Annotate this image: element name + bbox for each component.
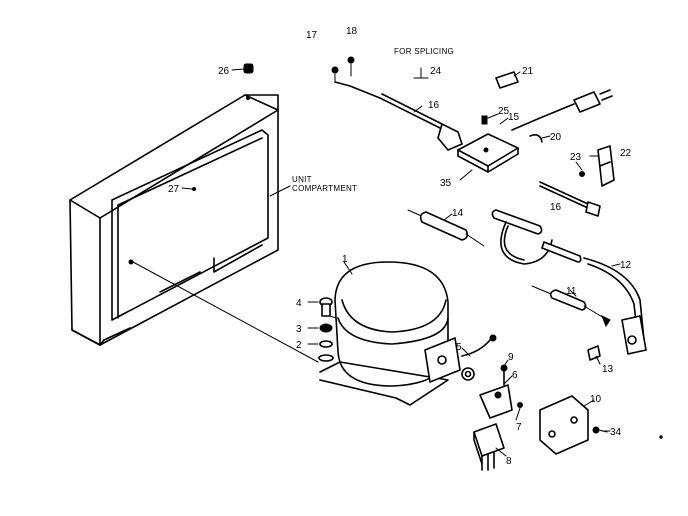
leader-lines xyxy=(181,68,621,457)
label-7: 7 xyxy=(516,422,522,433)
label-21: 21 xyxy=(522,66,534,77)
label-17: 17 xyxy=(306,30,318,41)
label-9: 9 xyxy=(508,352,514,363)
label-26: 26 xyxy=(218,66,230,77)
relay-8 xyxy=(473,423,505,471)
callout-labels: 26 27 1 4 3 2 5 9 6 7 8 10 34 11 12 13 1… xyxy=(168,26,632,467)
screw-26-icon xyxy=(243,63,254,74)
label-5: 5 xyxy=(456,342,462,353)
label-18: 18 xyxy=(346,26,358,37)
label-35: 35 xyxy=(440,178,452,189)
label-10: 10 xyxy=(590,394,602,405)
sensor-11 xyxy=(531,285,611,328)
label-unit: UNIT xyxy=(292,175,312,184)
plug-cord-15 xyxy=(511,89,613,131)
splice-marker-24 xyxy=(413,67,429,79)
compressor xyxy=(319,261,475,406)
label-13: 13 xyxy=(602,364,614,375)
label-for-splicing: FOR SPLICING xyxy=(394,47,454,56)
wire-harness xyxy=(539,181,601,217)
label-12: 12 xyxy=(620,260,632,271)
label-25: 25 xyxy=(498,106,510,117)
label-compartment: COMPARTMENT xyxy=(292,184,357,193)
label-1: 1 xyxy=(342,254,348,265)
screw-23-icon xyxy=(579,171,585,177)
label-3: 3 xyxy=(296,324,302,335)
label-20: 20 xyxy=(550,132,562,143)
connector-21 xyxy=(495,71,519,89)
label-23: 23 xyxy=(570,152,582,163)
grommet-parts xyxy=(318,297,334,362)
label-4: 4 xyxy=(296,298,302,309)
stray-mark xyxy=(659,435,663,439)
label-2: 2 xyxy=(296,340,302,351)
label-14: 14 xyxy=(452,208,464,219)
wire-lead xyxy=(461,339,491,357)
heater-14 xyxy=(407,209,485,247)
label-24: 24 xyxy=(430,66,442,77)
thermostat-12 xyxy=(491,209,645,341)
power-cord-16 xyxy=(379,93,463,151)
splice-connectors xyxy=(331,56,381,99)
label-16-cord: 16 xyxy=(428,100,440,111)
label-15: 15 xyxy=(508,112,520,123)
clip-20 xyxy=(529,134,543,143)
label-11: 11 xyxy=(566,286,577,297)
label-16-harness: 16 xyxy=(550,202,562,213)
label-27: 27 xyxy=(168,184,180,195)
mount-leader-line xyxy=(132,261,319,363)
unit-compartment-frame xyxy=(69,94,279,346)
label-34: 34 xyxy=(610,427,622,438)
junction-box-35 xyxy=(457,133,519,173)
label-6: 6 xyxy=(512,370,518,381)
overload-bracket xyxy=(479,364,523,419)
control-13 xyxy=(587,315,647,361)
screw-25-icon xyxy=(481,115,488,125)
label-8: 8 xyxy=(506,456,512,467)
label-22: 22 xyxy=(620,148,632,159)
screw-34-icon xyxy=(592,426,608,434)
bracket-22 xyxy=(597,145,615,187)
terminal-cover-10 xyxy=(539,395,589,455)
